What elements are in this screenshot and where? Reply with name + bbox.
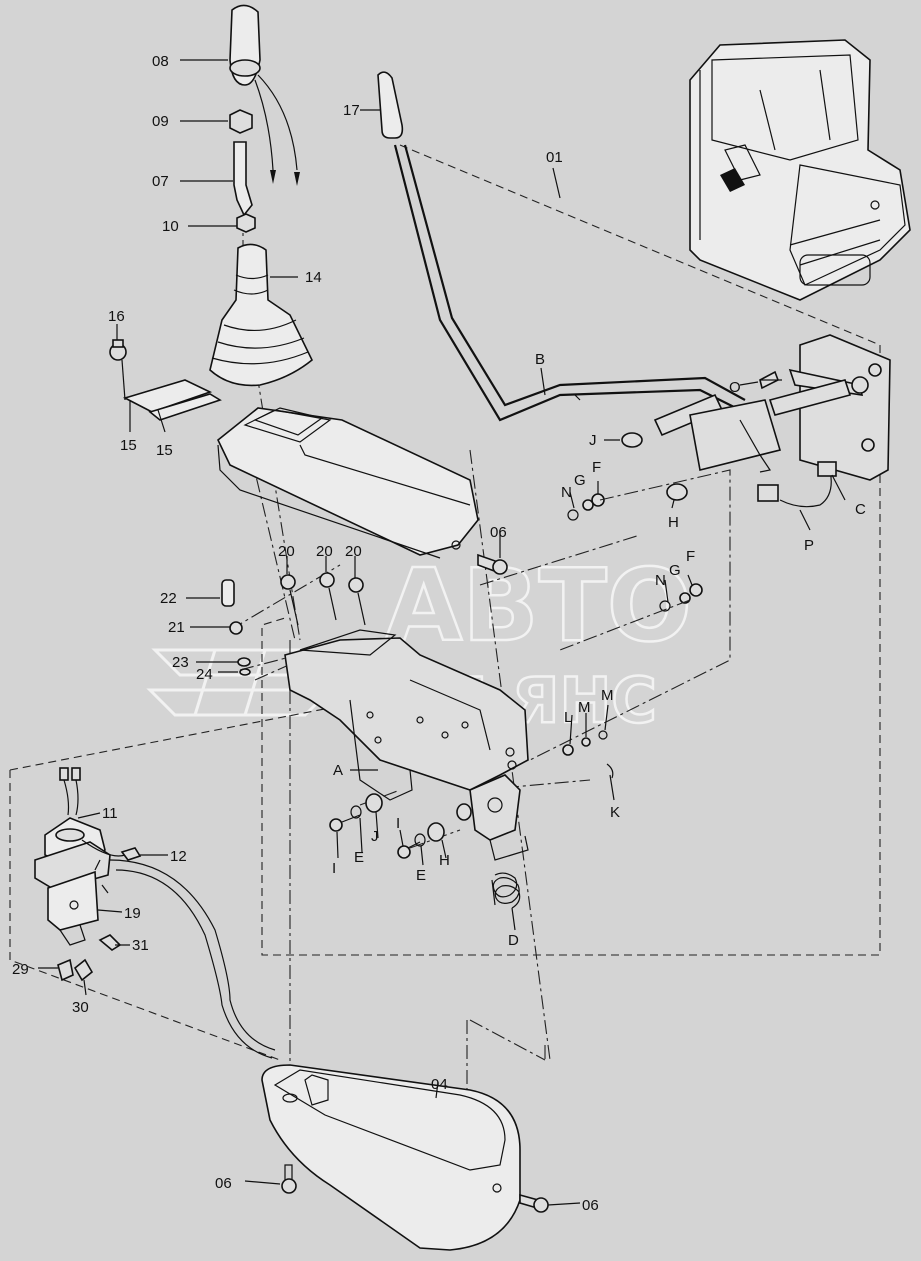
small-parts-right bbox=[562, 379, 782, 779]
spring-d bbox=[491, 872, 521, 909]
label-d: D bbox=[508, 932, 519, 949]
label-i1: I bbox=[332, 860, 336, 877]
label-08: 08 bbox=[152, 53, 169, 70]
label-k: K bbox=[610, 804, 620, 821]
pilot-valve-boundary bbox=[9, 770, 281, 1061]
label-n1: N bbox=[561, 484, 572, 501]
label-21: 21 bbox=[168, 619, 185, 636]
pilot-valve bbox=[34, 767, 276, 1059]
leader-lines bbox=[38, 59, 846, 1206]
label-i2: I bbox=[396, 815, 400, 832]
label-06-cover: 06 bbox=[490, 524, 507, 541]
plates-15 bbox=[109, 339, 222, 421]
label-04: 04 bbox=[431, 1076, 448, 1093]
label-l: L bbox=[564, 709, 572, 726]
harness-p bbox=[757, 461, 837, 508]
label-23: 23 bbox=[172, 654, 189, 671]
washers-ijeh bbox=[329, 793, 472, 859]
label-16: 16 bbox=[108, 308, 125, 325]
bolts-20 bbox=[221, 572, 366, 676]
label-j2: J bbox=[371, 828, 379, 845]
label-22: 22 bbox=[160, 590, 177, 607]
label-14: 14 bbox=[305, 269, 322, 286]
label-h2: H bbox=[439, 852, 450, 869]
lower-cover-04 bbox=[261, 1064, 521, 1251]
label-m2: M bbox=[601, 687, 614, 704]
label-20a: 20 bbox=[278, 543, 295, 560]
part-labels: 08 09 07 10 14 16 15 15 17 01 B O J N G … bbox=[12, 53, 866, 1214]
label-m1: M bbox=[578, 699, 591, 716]
label-09: 09 bbox=[152, 113, 169, 130]
rod-07-nuts bbox=[229, 109, 256, 233]
label-g1: G bbox=[574, 472, 586, 489]
label-15b: 15 bbox=[156, 442, 173, 459]
label-06-lower-left: 06 bbox=[215, 1175, 232, 1192]
label-a: A bbox=[333, 762, 343, 779]
label-c: C bbox=[855, 501, 866, 518]
label-17: 17 bbox=[343, 102, 360, 119]
label-01: 01 bbox=[546, 149, 563, 166]
label-e1: E bbox=[354, 849, 364, 866]
handle-grip-08 bbox=[229, 4, 300, 186]
lever-rod-b bbox=[377, 71, 782, 473]
main-bracket-a bbox=[284, 629, 529, 861]
label-e2: E bbox=[416, 867, 426, 884]
label-10: 10 bbox=[162, 218, 179, 235]
label-f1: F bbox=[592, 459, 601, 476]
excavator-sketch bbox=[689, 39, 911, 301]
watermark-line1: АВТО bbox=[385, 547, 692, 664]
label-n2: N bbox=[655, 572, 666, 589]
bolt-06-cover bbox=[477, 553, 508, 575]
label-12: 12 bbox=[170, 848, 187, 865]
label-j-top: J bbox=[589, 432, 597, 449]
label-31: 31 bbox=[132, 937, 149, 954]
label-b: B bbox=[535, 351, 545, 368]
bracket-c bbox=[759, 334, 891, 481]
console-cover bbox=[217, 407, 479, 559]
label-o: O bbox=[729, 379, 741, 396]
label-p: P bbox=[804, 537, 814, 554]
label-20b: 20 bbox=[316, 543, 333, 560]
label-30: 30 bbox=[72, 999, 89, 1016]
label-06-lower-right: 06 bbox=[582, 1197, 599, 1214]
boot-14 bbox=[209, 243, 313, 387]
label-19: 19 bbox=[124, 905, 141, 922]
label-f2: F bbox=[686, 548, 695, 565]
label-15a: 15 bbox=[120, 437, 137, 454]
assembly-boundary bbox=[261, 144, 881, 956]
label-07: 07 bbox=[152, 173, 169, 190]
label-29: 29 bbox=[12, 961, 29, 978]
label-g2: G bbox=[669, 562, 681, 579]
label-24: 24 bbox=[196, 666, 213, 683]
label-h1: H bbox=[668, 514, 679, 531]
label-11: 11 bbox=[102, 805, 118, 822]
label-20c: 20 bbox=[345, 543, 362, 560]
